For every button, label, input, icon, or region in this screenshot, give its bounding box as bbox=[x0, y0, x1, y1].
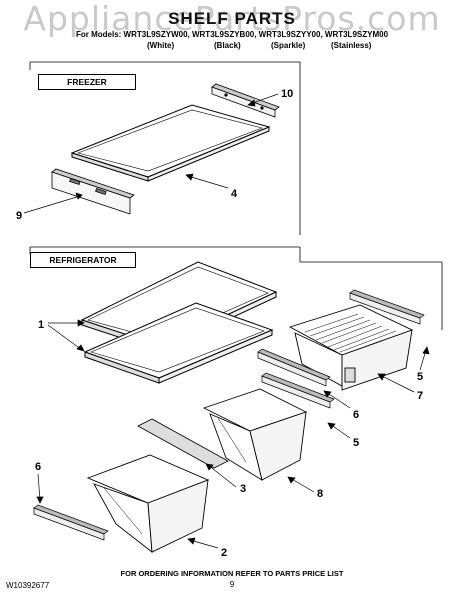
crisper-drawer-left bbox=[86, 454, 210, 553]
freezer-shelf-rail bbox=[211, 83, 280, 118]
callout-6-middle: 6 bbox=[353, 409, 359, 421]
callout-leaders bbox=[23, 93, 430, 549]
models-line: For Models: WRT3L9SZYW00, WRT3L9SZYB00, … bbox=[75, 30, 389, 39]
callout-3: 3 bbox=[240, 483, 246, 495]
crisper-cover-trim bbox=[137, 418, 229, 469]
callout-2: 2 bbox=[221, 547, 227, 559]
variant-stainless: (Stainless) bbox=[331, 41, 372, 50]
refrigerator-section-frame bbox=[29, 246, 443, 330]
crisper-slide-middle-a bbox=[257, 348, 331, 387]
freezer-section-frame bbox=[29, 61, 301, 235]
section-label-refrigerator: REFRIGERATOR bbox=[30, 252, 136, 268]
freezer-shelf-trim bbox=[51, 168, 135, 215]
watermark: AppliancePartsPros.com bbox=[23, 0, 441, 38]
callout-5-lower: 5 bbox=[353, 437, 359, 449]
callout-5-upper: 5 bbox=[417, 371, 423, 383]
crisper-drawer-right bbox=[202, 388, 308, 481]
callout-1: 1 bbox=[38, 319, 44, 331]
crisper-slide-middle-b bbox=[261, 372, 335, 409]
variant-white: (White) bbox=[147, 41, 175, 50]
freezer-glass-shelf bbox=[70, 104, 271, 182]
callout-6-left: 6 bbox=[35, 461, 41, 473]
deli-drawer bbox=[288, 304, 414, 391]
callout-9: 9 bbox=[16, 210, 22, 222]
page-title: SHELF PARTS bbox=[168, 9, 296, 28]
ordering-info: FOR ORDERING INFORMATION REFER TO PARTS … bbox=[120, 569, 344, 578]
document-number: W10392677 bbox=[6, 581, 50, 590]
callout-8: 8 bbox=[317, 488, 323, 500]
variant-black: (Black) bbox=[214, 41, 241, 50]
drawer-slide-right-upper bbox=[349, 289, 425, 325]
callout-10: 10 bbox=[281, 88, 293, 100]
crisper-slide-left bbox=[33, 504, 109, 541]
callout-7: 7 bbox=[417, 390, 423, 402]
variant-sparkle: (Sparkle) bbox=[271, 41, 306, 50]
page-number: 9 bbox=[229, 580, 235, 589]
callout-4: 4 bbox=[231, 188, 238, 200]
section-label-freezer: FREEZER bbox=[38, 74, 136, 90]
refrigerator-glass-shelf-lower bbox=[83, 302, 274, 384]
